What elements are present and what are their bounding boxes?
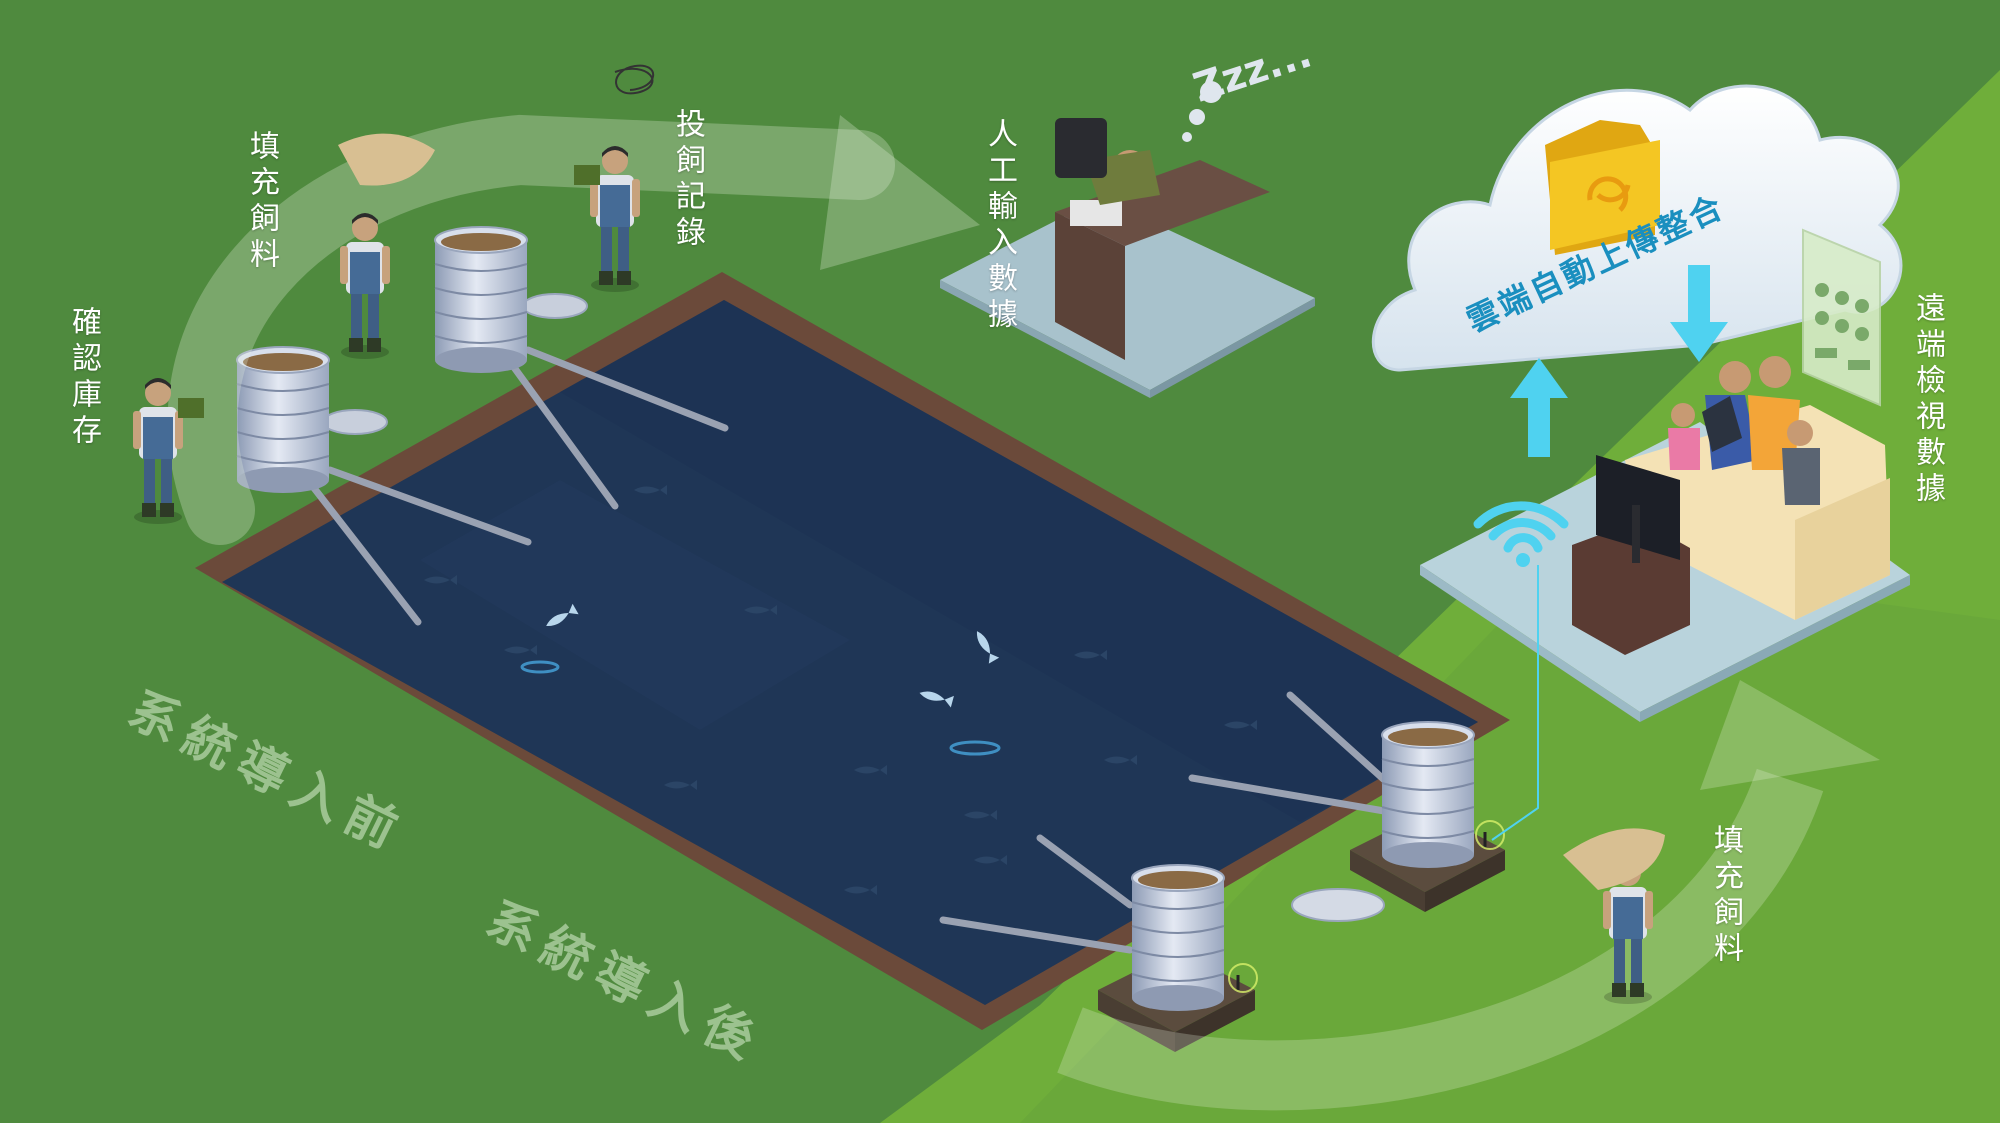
label-feeding-record: 投飼記錄 [670,108,705,252]
worker-fill-feed [338,133,435,359]
scribble-icon [614,64,655,95]
smart-feeder-1 [1350,721,1505,912]
living-room-remote-view [1420,356,1910,722]
feed-tubes-before [296,346,729,626]
folder-sync-icon [1545,120,1660,255]
feed-barrel-2 [434,226,528,374]
upload-arrow-icon [1510,358,1568,457]
wifi-icon [1473,501,1569,567]
label-remote-view: 遠端檢視數據 [1910,292,1945,508]
feed-barrel-1 [236,346,330,494]
dashboard-panel [1802,228,1881,407]
download-arrow-icon [1670,265,1728,362]
label-manual-input: 人工輸入數據 [982,118,1017,334]
label-fill-feed-top: 填充飼料 [244,130,279,274]
smart-feeder-2 [1098,864,1258,1052]
feed-tubes-after [939,691,1394,954]
label-confirm-inventory: 確認庫存 [66,306,101,450]
office-manual-input [940,118,1315,398]
pond [195,272,1510,1030]
worker-check-inventory [133,378,204,524]
label-fill-feed-bottom: 填充飼料 [1708,824,1743,968]
process-arrow-before [167,114,895,545]
worker-fill-feed-after [1563,828,1665,1004]
worker-feeding-record [574,64,655,292]
process-arrow-after [1057,768,1824,1111]
